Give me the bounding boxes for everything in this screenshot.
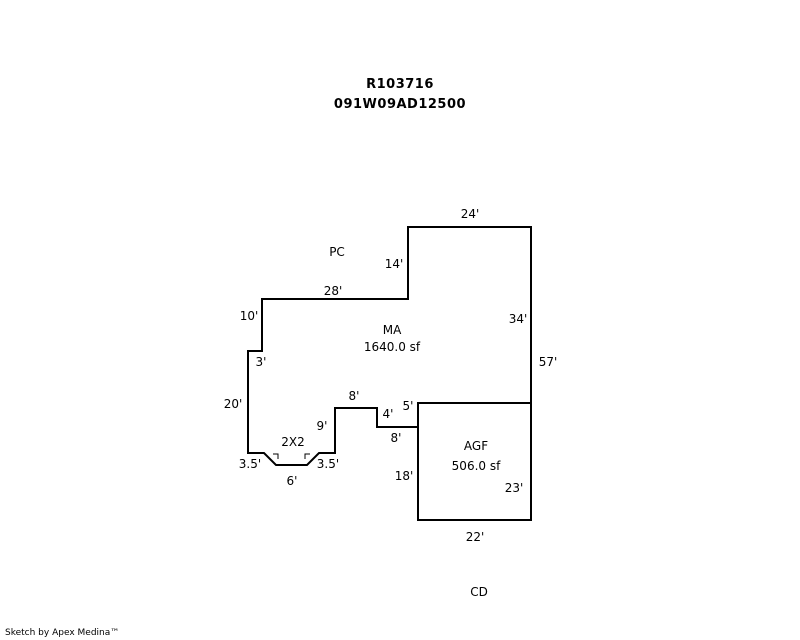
concrete-deck-label: CD [470, 585, 488, 599]
dim-left-14: 14' [385, 257, 404, 271]
bay-bracket-left [273, 453, 279, 459]
bay-bracket-right [304, 453, 310, 459]
garage-size: 506.0 sf [452, 459, 501, 473]
dim-garage-23: 23' [505, 481, 524, 495]
dim-garage-18: 18' [395, 469, 414, 483]
main-area-size: 1640.0 sf [364, 340, 421, 354]
dim-notch-9: 9' [317, 419, 328, 433]
garage-label: AGF [464, 439, 488, 453]
dim-garage-22: 22' [466, 530, 485, 544]
dim-top-28: 28' [324, 284, 343, 298]
sketch-credit: Sketch by Apex Medina™ [5, 628, 120, 638]
dim-left-10: 10' [240, 309, 259, 323]
dim-notch-8-bottom: 8' [391, 431, 402, 445]
garage-outline [417, 402, 532, 521]
dim-top-24: 24' [461, 207, 480, 221]
dim-bay-left: 3.5' [239, 457, 261, 471]
dim-garage-5: 5' [403, 399, 414, 413]
dim-notch-4: 4' [383, 407, 394, 421]
dim-jog-3: 3' [256, 355, 267, 369]
main-area-label: MA [383, 323, 402, 337]
porch-covered-label: PC [329, 245, 345, 259]
dim-bay-right: 3.5' [317, 457, 339, 471]
dim-right-57: 57' [539, 355, 558, 369]
dim-right-34: 34' [509, 312, 528, 326]
parcel-id: R103716 [366, 77, 434, 92]
dim-notch-8-top: 8' [349, 389, 360, 403]
bay-window-label: 2X2 [281, 435, 305, 449]
dim-bay-bottom: 6' [287, 474, 298, 488]
dim-left-20: 20' [224, 397, 243, 411]
map-number: 091W09AD12500 [333, 97, 467, 112]
